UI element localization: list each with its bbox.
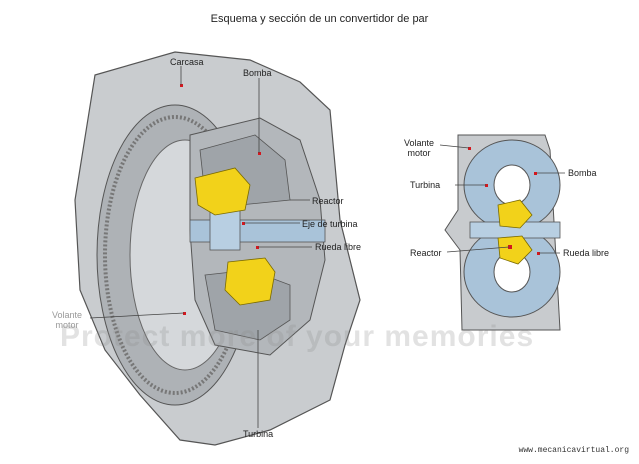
left-red-marker-1 [180, 84, 183, 87]
page-title: Esquema y sección de un convertidor de p… [210, 13, 429, 25]
label-turbina-right: Turbina [410, 180, 441, 190]
watermark: Protect more of your memories [60, 320, 535, 353]
right-red-marker-2 [485, 184, 488, 187]
left-leader-lines [89, 66, 312, 428]
label-reactor-right: Reactor [410, 248, 442, 258]
label-eje-turbina: Eje de turbina [302, 219, 358, 229]
label-rueda-libre-right: Rueda libre [563, 248, 610, 258]
left-red-marker-2 [258, 152, 261, 155]
right-schematic [439, 134, 565, 331]
site-credit: www.mecanicavirtual.org [518, 446, 629, 455]
right-red-marker-5 [537, 252, 540, 255]
label-volante-motor-right: Volante motor [404, 138, 435, 158]
left-red-marker-3 [242, 222, 245, 225]
right-leader-lines [439, 144, 565, 254]
label-carcasa: Carcasa [170, 57, 204, 67]
left-red-marker-4 [256, 246, 259, 249]
label-bomba-left: Bomba [243, 68, 272, 78]
right-red-marker-3 [534, 172, 537, 175]
left-reactor-lower [224, 257, 276, 306]
left-reactor-upper [194, 167, 251, 216]
label-rueda-libre-left: Rueda libre [315, 242, 362, 252]
right-reactor-lower [497, 235, 533, 265]
right-red-marker-4 [508, 245, 512, 249]
right-reactor-upper [497, 199, 533, 229]
label-reactor-left: Reactor [312, 196, 344, 206]
left-cutaway-illustration [74, 51, 361, 446]
left-red-marker-5 [183, 312, 186, 315]
label-turbina-left: Turbina [243, 429, 274, 439]
label-bomba-right: Bomba [568, 168, 597, 178]
label-volante-motor-left: Volante motor [52, 310, 83, 330]
right-red-marker-1 [468, 147, 471, 150]
